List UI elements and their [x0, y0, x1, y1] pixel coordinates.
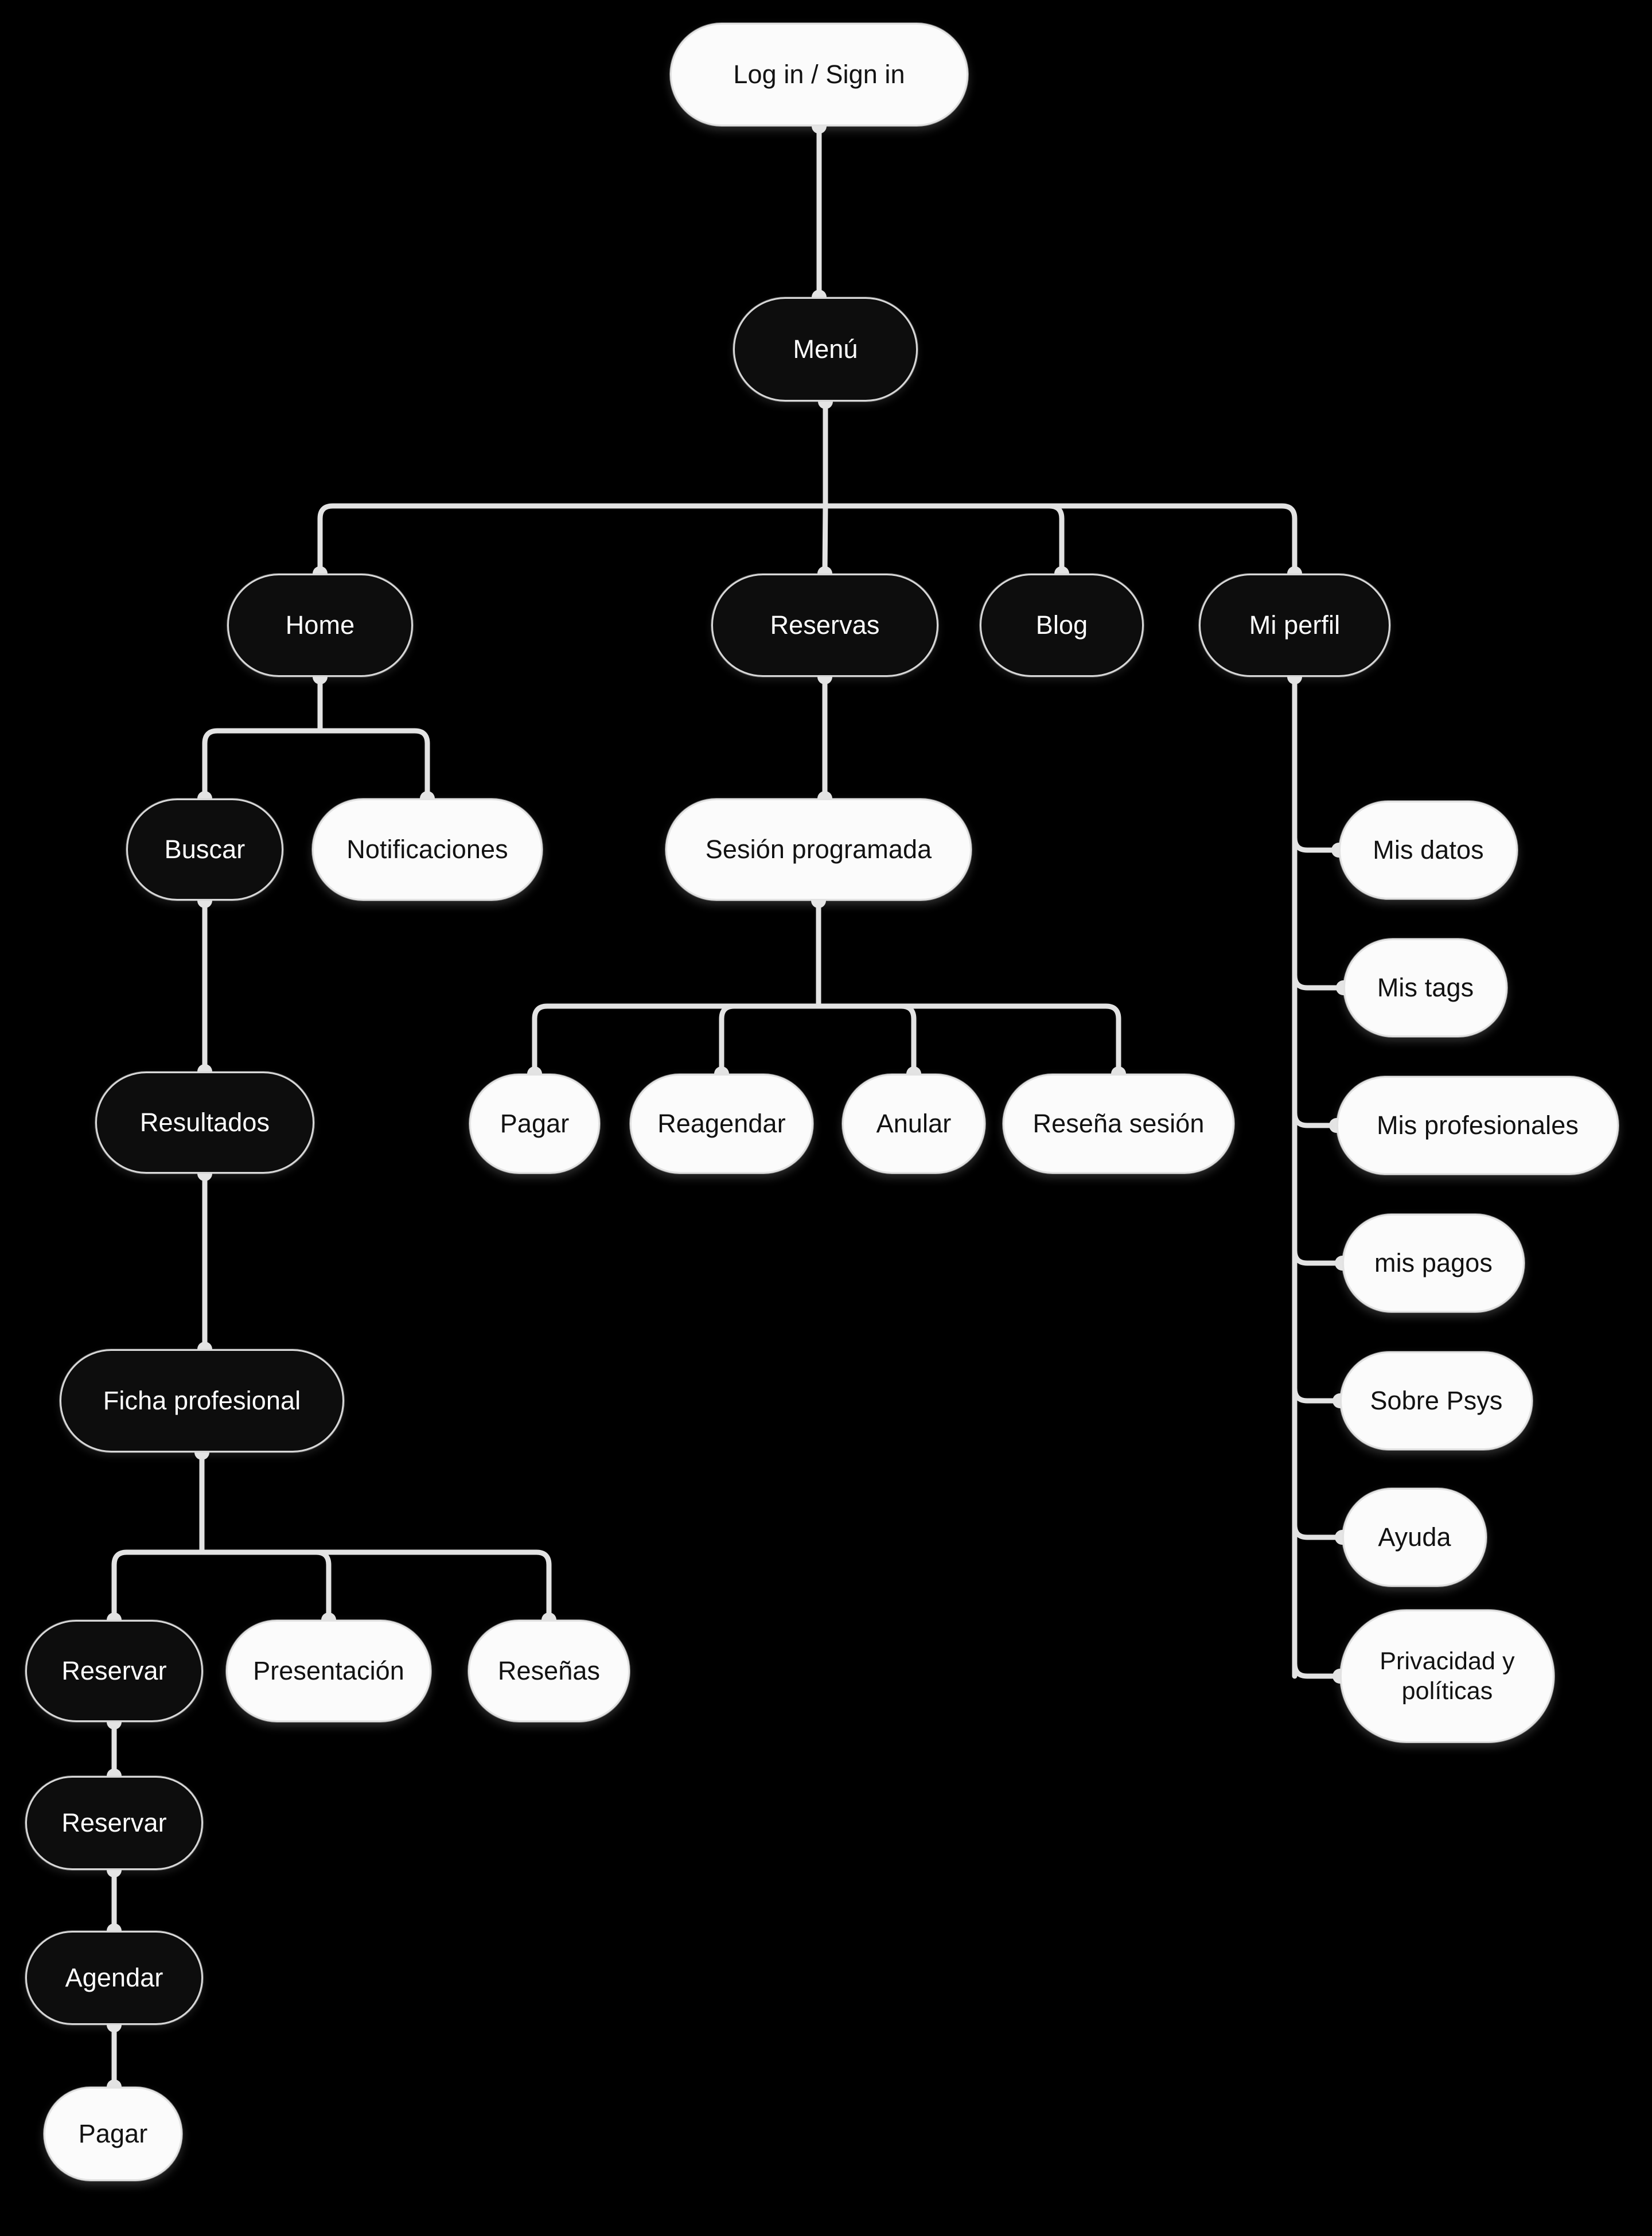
- node-agendar[interactable]: Agendar: [25, 1931, 203, 2025]
- node-login[interactable]: Log in / Sign in: [670, 23, 968, 126]
- node-label: Buscar: [164, 834, 246, 864]
- node-label: Log in / Sign in: [733, 59, 905, 89]
- node-pagar1[interactable]: Pagar: [469, 1074, 600, 1174]
- node-label: Home: [285, 610, 355, 640]
- node-label: Reservar: [61, 1808, 167, 1837]
- edge-branch-home: [317, 728, 430, 801]
- edge-branch-menu: [317, 503, 828, 576]
- node-miperfil[interactable]: Mi perfil: [1199, 574, 1390, 677]
- node-presentacion[interactable]: Presentación: [226, 1620, 431, 1722]
- node-sobrepsys[interactable]: Sobre Psys: [1340, 1351, 1533, 1450]
- node-label: Sesión programada: [705, 834, 932, 864]
- edge-stub-miperfil: [1292, 1110, 1339, 1128]
- node-resenasesion[interactable]: Reseña sesión: [1003, 1074, 1234, 1174]
- node-anular[interactable]: Anular: [842, 1074, 985, 1174]
- node-reservas[interactable]: Reservas: [711, 574, 938, 677]
- edge-stub-miperfil: [1292, 1661, 1343, 1679]
- node-label: Sobre Psys: [1370, 1385, 1503, 1415]
- node-label: Anular: [876, 1108, 952, 1138]
- node-notif[interactable]: Notificaciones: [312, 798, 543, 901]
- node-label: Reseñas: [497, 1655, 601, 1685]
- edge-stub-miperfil: [1292, 972, 1346, 991]
- node-label: Privacidad y políticas: [1380, 1647, 1515, 1705]
- edge-branch-sesion: [719, 1003, 821, 1077]
- node-label: Notificaciones: [346, 834, 508, 864]
- edge-branch-sesion: [816, 1003, 917, 1077]
- node-misdatos[interactable]: Mis datos: [1339, 801, 1518, 899]
- edge-stub-miperfil: [1292, 1248, 1345, 1266]
- node-label: Pagar: [500, 1108, 570, 1138]
- node-menu[interactable]: Menú: [733, 297, 918, 402]
- edge-branch-fichaprof: [199, 1549, 552, 1623]
- edge-stub-miperfil: [1292, 1385, 1343, 1404]
- node-label: Reseña sesión: [1032, 1108, 1205, 1138]
- edge-branch-menu: [823, 503, 1065, 576]
- node-sesion[interactable]: Sesión programada: [665, 798, 972, 901]
- edge-branch-fichaprof: [111, 1549, 205, 1623]
- node-label: Reservas: [770, 610, 880, 640]
- node-label: mis pagos: [1374, 1248, 1493, 1277]
- node-resultados[interactable]: Resultados: [95, 1072, 314, 1174]
- edge-stub-miperfil: [1292, 1522, 1345, 1540]
- node-label: Resultados: [139, 1107, 270, 1137]
- node-reagendar[interactable]: Reagendar: [630, 1074, 813, 1174]
- edge-branch-sesion: [532, 1003, 821, 1077]
- node-label: Ficha profesional: [103, 1385, 301, 1415]
- node-label: Mis profesionales: [1377, 1110, 1579, 1140]
- node-label: Blog: [1035, 610, 1088, 640]
- node-reservar2[interactable]: Reservar: [25, 1776, 203, 1870]
- node-label: Mis datos: [1373, 835, 1484, 864]
- node-home[interactable]: Home: [227, 574, 413, 677]
- node-resenas[interactable]: Reseñas: [468, 1620, 630, 1722]
- edge-stub-miperfil: [1292, 835, 1342, 853]
- node-label: Menú: [793, 334, 858, 364]
- node-fichaprof[interactable]: Ficha profesional: [60, 1349, 344, 1452]
- edge-branch-menu: [823, 503, 1298, 576]
- node-misprof[interactable]: Mis profesionales: [1337, 1076, 1619, 1175]
- edge-branch-sesion: [816, 1003, 1121, 1077]
- node-mispagos[interactable]: mis pagos: [1342, 1214, 1525, 1312]
- node-buscar[interactable]: Buscar: [126, 798, 283, 901]
- node-label: Mi perfil: [1249, 610, 1341, 640]
- node-label: Reservar: [61, 1655, 167, 1685]
- edge-branch-fichaprof: [199, 1549, 332, 1623]
- node-ayuda[interactable]: Ayuda: [1342, 1488, 1487, 1587]
- node-pagar2[interactable]: Pagar: [44, 2087, 182, 2181]
- edge-branch-home: [202, 728, 323, 801]
- node-label: Pagar: [78, 2118, 148, 2148]
- node-label: Ayuda: [1378, 1522, 1451, 1552]
- node-blog[interactable]: Blog: [980, 574, 1144, 677]
- node-label: Reagendar: [657, 1108, 786, 1138]
- node-mistags[interactable]: Mis tags: [1343, 938, 1507, 1037]
- node-privacidad[interactable]: Privacidad y políticas: [1340, 1610, 1554, 1743]
- node-label: Presentación: [253, 1655, 404, 1685]
- node-label: Mis tags: [1377, 972, 1474, 1002]
- node-reservar1[interactable]: Reservar: [25, 1620, 203, 1722]
- node-label: Agendar: [65, 1962, 163, 1992]
